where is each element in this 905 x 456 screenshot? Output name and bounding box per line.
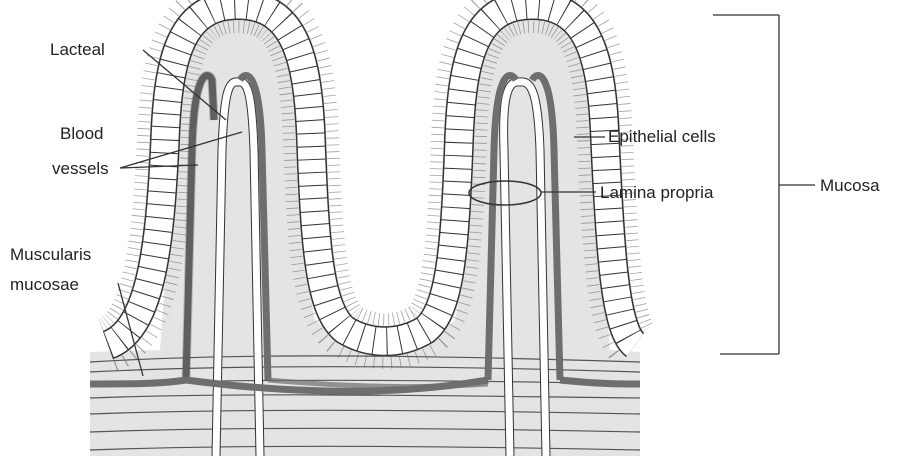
muscularis-mucosae-label-line2: mucosae: [10, 275, 79, 294]
muscularis-mucosae-label-line1: Muscularis: [10, 245, 91, 264]
epithelial-cells-label: Epithelial cells: [608, 127, 716, 146]
mucosa-label: Mucosa: [820, 176, 880, 195]
lamina-propria-label: Lamina propria: [600, 183, 714, 202]
lacteal-label: Lacteal: [50, 40, 105, 59]
blood-vessels-label-line2: vessels: [52, 159, 109, 178]
blood-vessels-label-line1: Blood: [60, 124, 103, 143]
